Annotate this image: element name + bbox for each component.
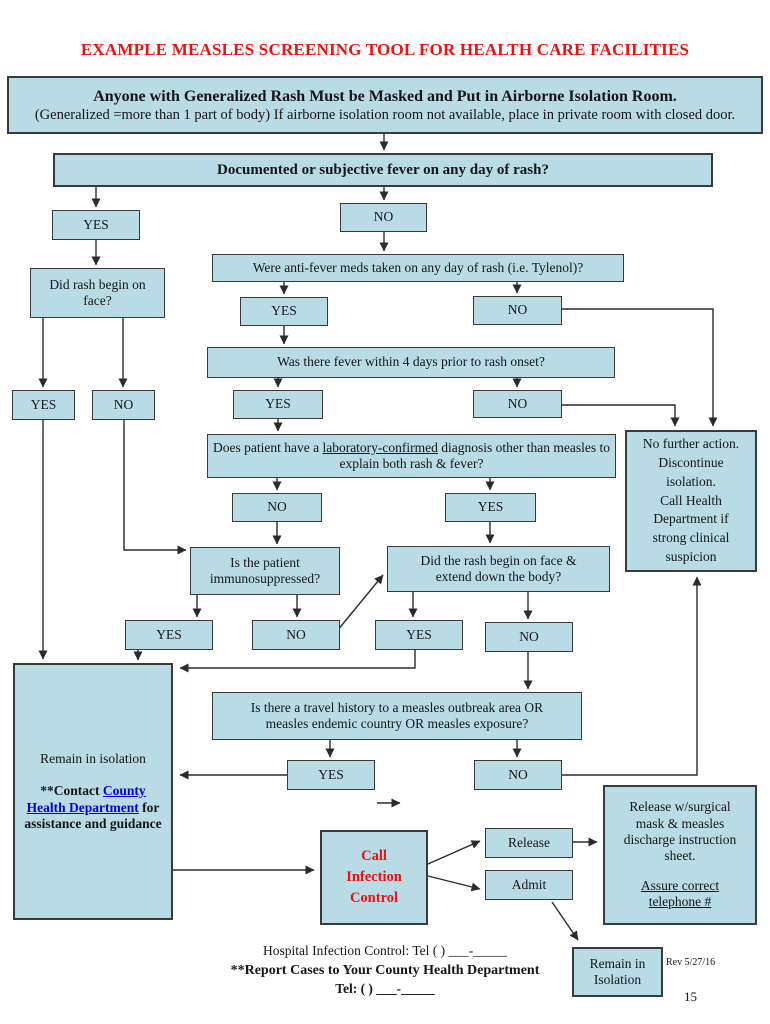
node-travel-no: NO xyxy=(474,760,562,790)
lab-question-text: Does patient have a laboratory-confirmed… xyxy=(213,440,611,472)
immuno-yes-label: YES xyxy=(156,626,182,642)
release-label: Release xyxy=(508,834,550,850)
fever4-yes-label: YES xyxy=(265,396,291,412)
extend-question-text: Did the rash begin on face & extend down… xyxy=(420,552,577,584)
node-lab-no: NO xyxy=(232,493,322,522)
node-meds-no: NO xyxy=(473,296,562,325)
revision-date: Rev 5/27/16 xyxy=(666,957,716,968)
node-remain-in-isolation: Remain in Isolation xyxy=(572,947,663,997)
extend-yes-label: YES xyxy=(406,626,432,642)
node-extend-question: Did the rash begin on face & extend down… xyxy=(387,546,610,592)
mask-instruction-line2: (Generalized =more than 1 part of body) … xyxy=(34,107,736,124)
node-meds-question: Were anti-fever meds taken on any day of… xyxy=(212,254,624,282)
node-mask-instruction: Anyone with Generalized Rash Must be Mas… xyxy=(7,76,763,134)
footer-report-line: **Report Cases to Your County Health Dep… xyxy=(230,962,540,978)
remain-isolation-content: Remain in isolation **Contact County Hea… xyxy=(22,751,164,832)
mask-instruction-line1: Anyone with Generalized Rash Must be Mas… xyxy=(93,87,677,105)
lab-question-underlined: laboratory-confirmed xyxy=(322,439,438,455)
node-fever-question: Documented or subjective fever on any da… xyxy=(53,153,713,187)
immuno-no-label: NO xyxy=(286,626,306,642)
call-infection-control-text: Call Infection Control xyxy=(346,847,402,906)
page-number: 15 xyxy=(684,989,697,1004)
fever-question-text: Documented or subjective fever on any da… xyxy=(217,162,549,178)
admit-label: Admit xyxy=(511,876,547,892)
contact-instruction: **Contact County Health Department for a… xyxy=(22,783,164,832)
lab-yes-label: YES xyxy=(477,499,504,515)
node-fever4-no: NO xyxy=(473,390,562,418)
remain-in-isolation-text: Remain in Isolation xyxy=(589,955,646,987)
node-immuno-yes: YES xyxy=(125,620,213,650)
fever-yes-label: YES xyxy=(83,216,109,232)
node-meds-yes: YES xyxy=(240,297,328,326)
no-further-action-text: No further action. Discontinue isolation… xyxy=(642,435,740,565)
node-lab-yes: YES xyxy=(445,493,536,522)
travel-no-label: NO xyxy=(508,766,528,782)
lab-question-part2: diagnosis other than measles to explain … xyxy=(339,439,610,471)
node-immuno-no: NO xyxy=(252,620,340,650)
node-fever-yes: YES xyxy=(52,210,140,240)
rash-face-no-label: NO xyxy=(113,396,134,412)
rash-face-question-text: Did rash begin on face? xyxy=(49,276,146,308)
fever4-no-label: NO xyxy=(507,395,528,411)
footer-hospital-line: Hospital Infection Control: Tel ( ) ___-… xyxy=(262,943,507,958)
node-extend-no: NO xyxy=(485,622,573,652)
node-rash-face-no: NO xyxy=(92,390,155,420)
node-fever4-yes: YES xyxy=(233,390,323,419)
release-sheet-line1: Release w/surgical mask & measles discha… xyxy=(623,799,737,863)
lab-question-part1: Does patient have a xyxy=(212,439,323,455)
node-fever4-question: Was there fever within 4 days prior to r… xyxy=(207,347,615,378)
contact-prefix: **Contact xyxy=(40,783,103,799)
meds-question-text: Were anti-fever meds taken on any day of… xyxy=(252,259,584,275)
node-release-sheet: Release w/surgical mask & measles discha… xyxy=(603,785,757,925)
page-title: EXAMPLE MEASLES SCREENING TOOL FOR HEALT… xyxy=(80,40,690,59)
node-rash-face-question: Did rash begin on face? xyxy=(30,268,165,318)
extend-no-label: NO xyxy=(519,628,539,644)
node-release: Release xyxy=(485,828,573,858)
node-remain-isolation-contact: Remain in isolation **Contact County Hea… xyxy=(13,663,173,920)
node-fever-no: NO xyxy=(340,203,427,232)
footer-tel-line: Tel: ( ) ___-_____ xyxy=(335,980,435,996)
node-call-infection-control: Call Infection Control xyxy=(320,830,428,925)
lab-no-label: NO xyxy=(267,499,287,515)
meds-no-label: NO xyxy=(507,302,528,318)
release-sheet-line2: Assure correct telephone # xyxy=(640,878,720,910)
contact-suffix: for assistance and guidance xyxy=(24,799,162,831)
remain-isolation-line: Remain in isolation xyxy=(40,751,146,767)
fever4-question-text: Was there fever within 4 days prior to r… xyxy=(277,354,545,370)
node-no-further-action: No further action. Discontinue isolation… xyxy=(625,430,757,572)
rash-face-yes-label: YES xyxy=(30,396,57,412)
fever-no-label: NO xyxy=(373,209,394,225)
county-health-department-link[interactable]: County Health Department xyxy=(26,783,146,815)
travel-question-text: Is there a travel history to a measles o… xyxy=(250,699,544,731)
node-lab-question: Does patient have a laboratory-confirmed… xyxy=(207,434,616,478)
node-travel-question: Is there a travel history to a measles o… xyxy=(212,692,582,740)
travel-yes-label: YES xyxy=(318,766,344,782)
node-rash-face-yes: YES xyxy=(12,390,75,420)
meds-yes-label: YES xyxy=(271,303,297,319)
immuno-question-text: Is the patient immunosuppressed? xyxy=(209,554,321,586)
node-immuno-question: Is the patient immunosuppressed? xyxy=(190,547,340,595)
node-travel-yes: YES xyxy=(287,760,375,790)
node-admit: Admit xyxy=(485,870,573,900)
node-extend-yes: YES xyxy=(375,620,463,650)
footer-contact-block: Hospital Infection Control: Tel ( ) ___-… xyxy=(170,942,600,999)
